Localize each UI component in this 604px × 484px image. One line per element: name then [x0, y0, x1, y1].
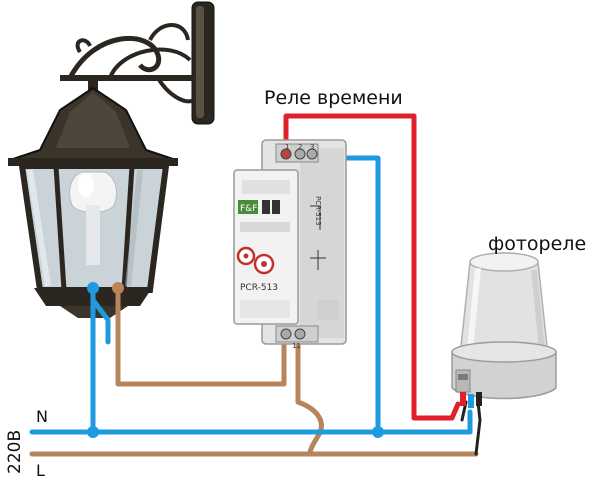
photo-phase-wire — [474, 400, 482, 456]
street-lamp-icon — [8, 1, 215, 318]
voltage-label: 220В — [5, 430, 25, 474]
junction-dot — [372, 426, 384, 438]
junction-dot — [87, 426, 99, 438]
lamp-to-relay-wire — [115, 285, 287, 387]
relay-model-side-label: PCR-513 — [314, 196, 322, 226]
relay-terminal-2: 2 — [298, 143, 302, 151]
relay-terminal-1: 1 — [285, 143, 289, 151]
photo-relay-label: фотореле — [488, 233, 586, 255]
line-label: L — [36, 461, 45, 480]
neutral-label: N — [36, 407, 48, 426]
relay-brand: F&F — [240, 204, 257, 214]
junction-dot — [87, 282, 99, 294]
photo-relay-icon — [451, 252, 557, 408]
relay-to-line-wire — [295, 335, 324, 457]
junction-dot — [112, 282, 124, 294]
time-relay-icon: 1 2 3 F&F PCR-513 PCR-513 — [233, 139, 347, 350]
control-wire — [283, 113, 461, 421]
relay-model-label: PCR-513 — [240, 283, 278, 293]
relay-label: Реле времени — [264, 87, 403, 109]
relay-terminal-11: 11 — [292, 342, 301, 350]
relay-terminal-3: 3 — [310, 143, 314, 151]
